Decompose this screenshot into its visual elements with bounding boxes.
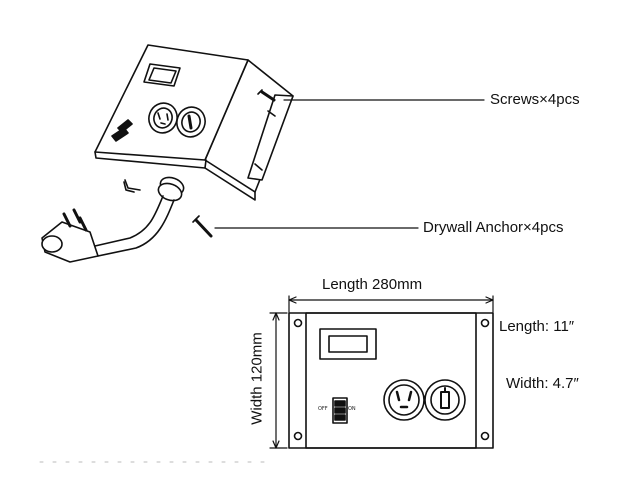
width-inch-label: Width: 4.7″ [506, 375, 579, 392]
length-dimension-line [288, 295, 494, 313]
box-isometric [41, 44, 294, 263]
length-mm-label: Length 280mm [322, 276, 423, 293]
power-cord [94, 176, 185, 257]
plug [41, 208, 99, 263]
switch-iso [111, 119, 133, 142]
drywall-anchor-label: Drywall Anchor×4pcs [423, 219, 564, 236]
screws-label: Screws×4pcs [490, 91, 580, 108]
drywall-anchor-drawing [192, 215, 213, 238]
length-inch-label: Length: 11″ [499, 318, 575, 335]
screw-iso [254, 89, 276, 171]
width-mm-label: Width 120mm [248, 332, 266, 425]
width-dimension-line [269, 312, 288, 449]
switch-on-label: ON [348, 406, 356, 412]
switch-off-label: OFF [318, 406, 328, 412]
box-front-view [288, 312, 494, 449]
outlet-iso-right [176, 106, 206, 138]
display-window-iso [143, 63, 181, 87]
